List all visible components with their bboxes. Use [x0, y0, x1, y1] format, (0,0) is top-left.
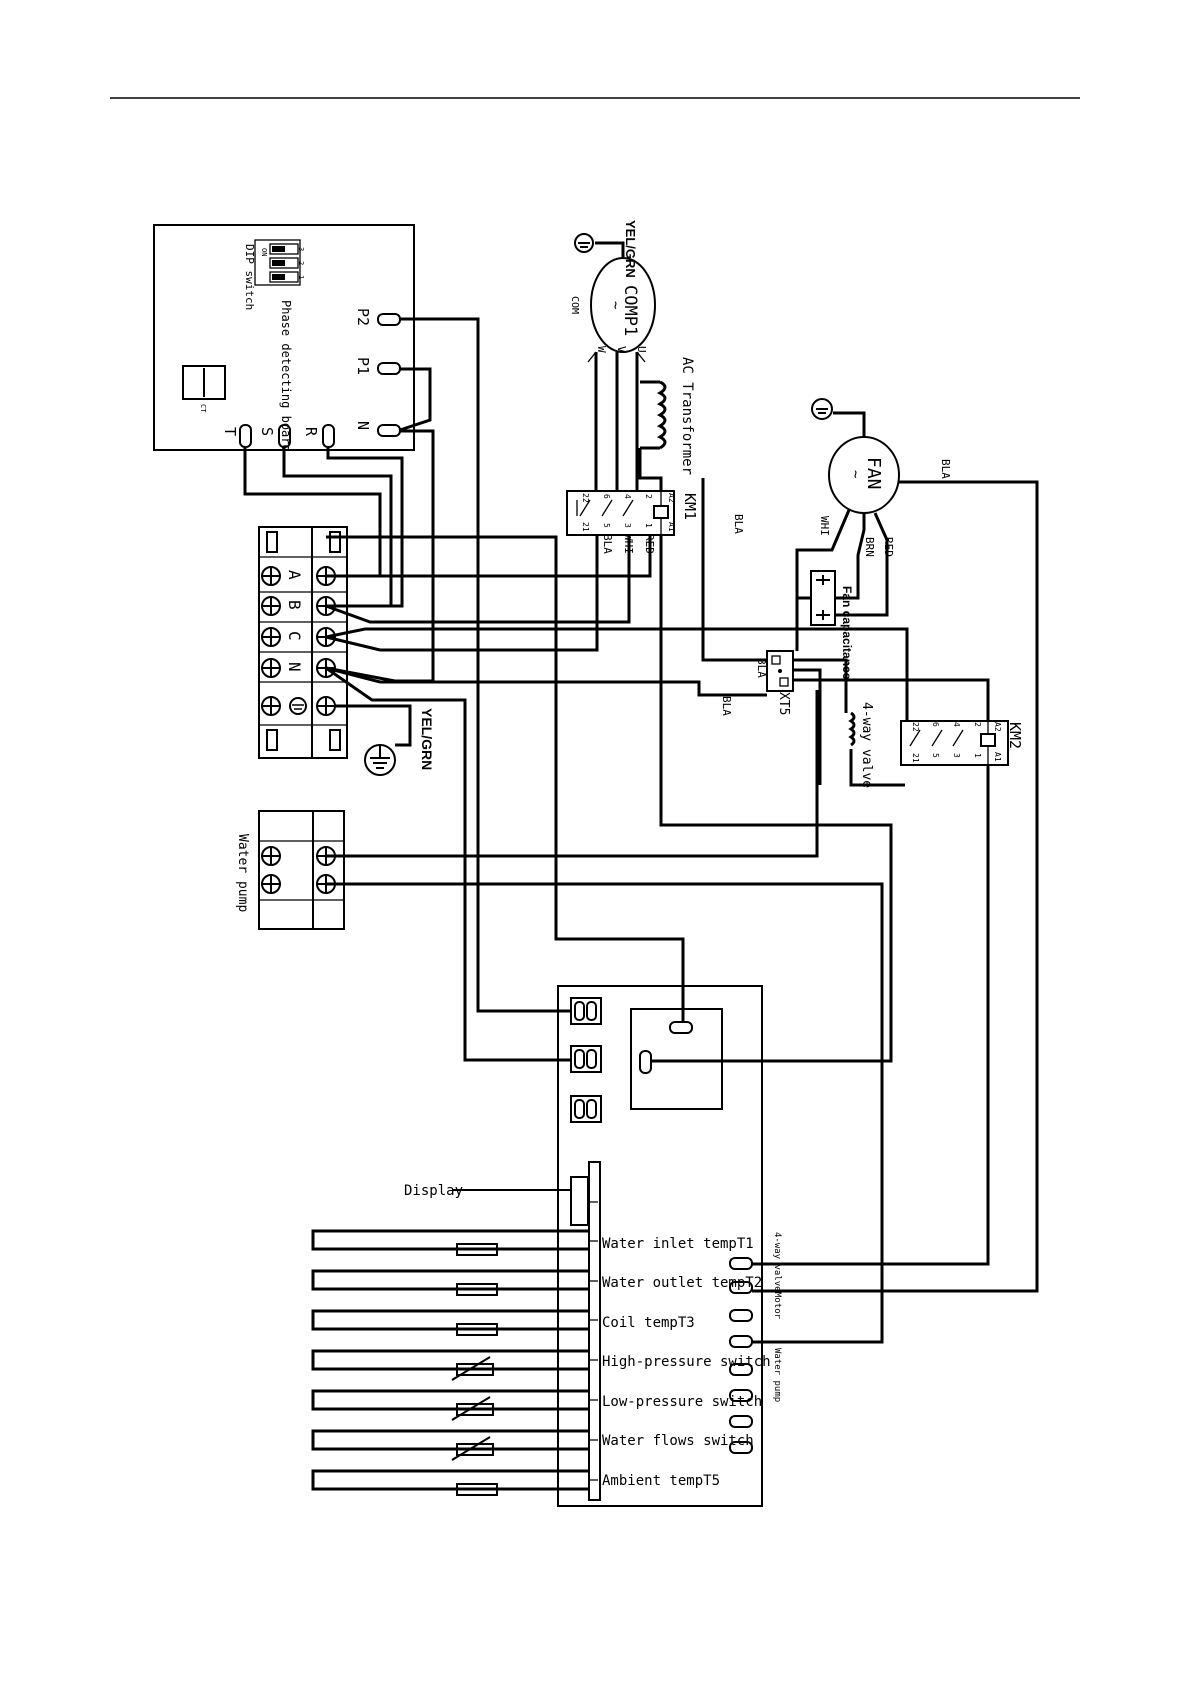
- terminal-r: [322, 424, 335, 448]
- terminal-t: [239, 424, 252, 448]
- km2-pin22: 22: [911, 722, 920, 732]
- comp-v-label: V: [615, 346, 628, 353]
- xt5-bla-3: BLA: [720, 696, 733, 716]
- fan-wire-whi: WHI: [818, 516, 831, 536]
- sensor-label-t5: Ambient tempT5: [602, 1473, 720, 1489]
- ac-transformer: AC Transformer: [640, 357, 695, 475]
- km1-label: KM1: [681, 493, 699, 520]
- wiring: [243, 317, 1039, 1344]
- valve-label: 4-way valve: [859, 702, 874, 788]
- km2-pin21: 21: [911, 753, 920, 763]
- comp-ac-symbol: ~: [607, 301, 623, 309]
- t-label: T: [221, 427, 239, 436]
- km2-a1: A1: [993, 752, 1002, 762]
- water-pump-label: Water pump: [235, 834, 250, 912]
- dip-pos-1: 1: [297, 275, 305, 279]
- km1-pin6: 6: [602, 494, 611, 499]
- km1-a2: A2: [667, 493, 676, 503]
- main-control-board: 4-way valve Motor Water pump Display Wat…: [404, 985, 782, 1507]
- km2-pin6: 6: [931, 722, 940, 727]
- fan-wire-bla: BLA: [939, 459, 952, 479]
- terminal-xt5: XT5 BLA BLA BLA: [720, 514, 794, 716]
- terminal-p2: [377, 313, 401, 326]
- power-connectors: [570, 997, 602, 1123]
- km1-pin21: 21: [581, 522, 590, 532]
- contactor-km2: KM2 A2 A1 2 4 6 22 1 3 5 21: [900, 720, 1024, 766]
- km1-pin4: 4: [623, 494, 632, 499]
- n-label: N: [354, 421, 372, 430]
- ct-sensor: [182, 365, 226, 400]
- block-earth: YEL/GRN: [335, 704, 435, 776]
- terminal-n: [377, 424, 401, 437]
- phase-board-title: Phase detecting board: [279, 300, 293, 452]
- km2-pin2: 2: [973, 722, 982, 727]
- comp-label: COMP1: [620, 285, 640, 336]
- fan-capacitor-label: Fan capacitance: [840, 586, 854, 680]
- xt5-bla-2: BLA: [732, 514, 745, 534]
- r-label: R: [302, 427, 320, 437]
- block-ground-label: YEL/GRN: [419, 708, 435, 770]
- dip-switch: ON 3 2 1: [254, 239, 305, 286]
- comp-ground-label: YEL/GRN: [623, 220, 638, 278]
- terminal-b-label: B: [285, 600, 304, 610]
- km2-pin5: 5: [931, 753, 940, 758]
- terminal-p1: [377, 362, 401, 375]
- phase-detecting-board: ON 3 2 1 DIP switch Phase detecting boar…: [153, 224, 415, 452]
- km1-pin2: 2: [644, 494, 653, 499]
- xt5-label: XT5: [776, 692, 791, 715]
- sensor-connector-strip: [588, 1161, 601, 1501]
- km1-wire-bla: BLA: [601, 534, 614, 554]
- output-motor-label: Motor: [772, 1292, 782, 1320]
- p1-label: P1: [354, 357, 372, 375]
- p2-label: P2: [354, 308, 372, 326]
- transformer-label: AC Transformer: [679, 357, 695, 475]
- dip-pos-3: 3: [297, 247, 305, 251]
- dip-switch-label: DIP switch: [243, 244, 256, 310]
- dip-pos-2: 2: [297, 261, 305, 265]
- display-connector: [570, 1176, 589, 1226]
- sensor-label-flow: Water flows switch: [602, 1433, 754, 1449]
- power-terminal-block: A B C N: [258, 526, 348, 759]
- four-way-valve: 4-way valve: [848, 702, 874, 788]
- km1-pin5: 5: [602, 523, 611, 528]
- km1-pin3: 3: [623, 523, 632, 528]
- s-label: S: [258, 427, 276, 436]
- compressor: COMP1 ~ COM W V U YEL/GRN: [569, 220, 656, 353]
- display-label: Display: [404, 1183, 463, 1199]
- fan-motor: FAN ~ WHI BRN RED BLA Fan capacitance: [810, 398, 952, 680]
- comp-com-label: COM: [569, 296, 580, 314]
- km2-label: KM2: [1006, 722, 1024, 749]
- sensor-label-lp: Low-pressure switch: [602, 1394, 762, 1410]
- km1-pin1: 1: [644, 523, 653, 528]
- terminal-c-label: C: [285, 631, 304, 641]
- output-pump-label: Water pump: [772, 1348, 782, 1402]
- comp-u-label: U: [635, 346, 648, 353]
- terminal-n-label: N: [285, 662, 304, 672]
- sensor-loops: [311, 1229, 589, 1496]
- xt5-bla-1: BLA: [755, 658, 768, 678]
- sensor-label-t2: Water outlet tempT2: [602, 1275, 762, 1291]
- sensor-label-t1: Water inlet tempT1: [602, 1236, 754, 1252]
- relay-module: [630, 1008, 723, 1110]
- terminal-a-label: A: [285, 570, 304, 580]
- km2-a2: A2: [993, 722, 1002, 732]
- km2-pin3: 3: [952, 753, 961, 758]
- km1-a1: A1: [667, 522, 676, 532]
- fan-wire-brn: BRN: [863, 537, 876, 557]
- km2-pin1: 1: [973, 753, 982, 758]
- sensor-label-hp: High-pressure switch: [602, 1354, 771, 1370]
- contactor-km1: KM1 A2 A1 2 4 6 22 1 3 5 21 RED WHI BLA: [566, 490, 699, 554]
- output-4way-label: 4-way valve: [772, 1232, 782, 1292]
- fan-label: FAN: [863, 457, 884, 490]
- sensor-label-t3: Coil tempT3: [602, 1315, 695, 1331]
- water-pump-terminal: Water pump: [235, 810, 345, 930]
- ct-label: CT: [199, 404, 207, 413]
- dip-on-label: ON: [260, 248, 268, 256]
- km1-pin22: 22: [581, 493, 590, 503]
- comp-w-label: W: [595, 346, 608, 353]
- fan-ac-symbol: ~: [847, 470, 863, 478]
- km2-pin4: 4: [952, 722, 961, 727]
